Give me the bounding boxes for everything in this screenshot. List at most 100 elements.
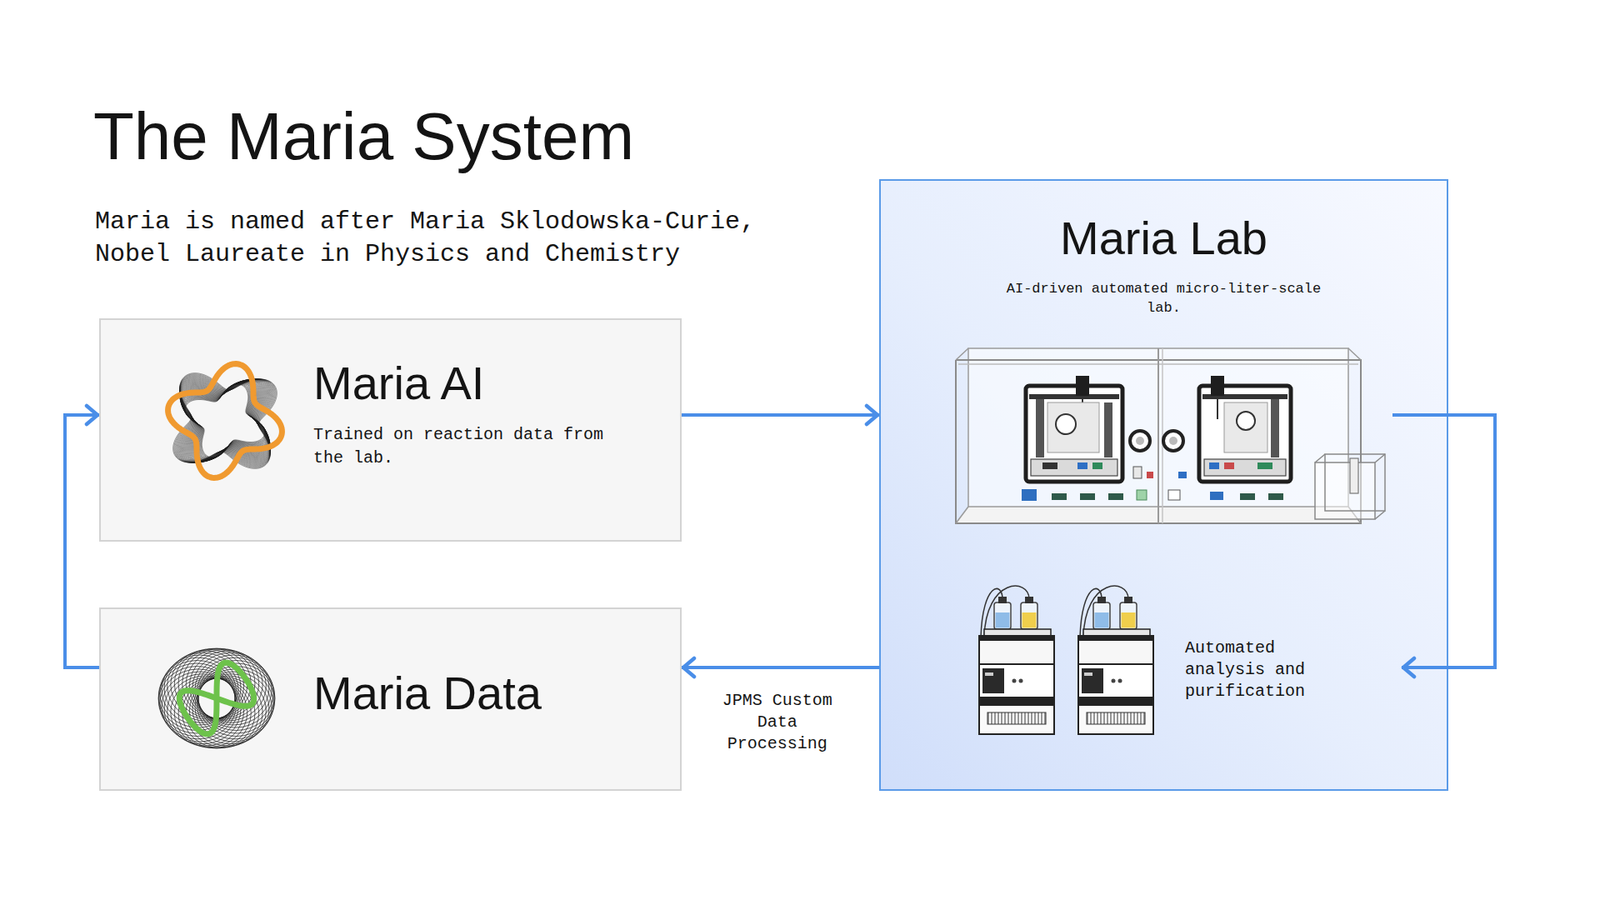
lab-bench-illustration — [1092, 462, 1103, 470]
hplc-illustration — [984, 629, 1051, 636]
title-wrap: The Maria System — [93, 98, 635, 175]
lab-bench-illustration — [1042, 462, 1058, 470]
lab-bench-illustration — [1025, 375, 1123, 482]
maria-ai-icon — [173, 373, 278, 470]
hplc-illustration — [1078, 697, 1154, 735]
lab-bench-illustration — [1236, 411, 1255, 430]
lab-bench-illustration — [1029, 394, 1120, 400]
process-box: Maria Data — [99, 607, 682, 791]
lab-bench-illustration — [1209, 462, 1220, 470]
lab-bench-illustration — [1080, 493, 1095, 500]
hplc-illustration — [1078, 585, 1154, 735]
maria-ai-icon — [168, 364, 283, 479]
lab-bench-illustration — [1163, 430, 1184, 451]
edge-label-wrap: JPMS Custom Data Processing — [720, 690, 835, 755]
lab-bench-illustration — [1350, 458, 1359, 494]
hplc-illustration — [1078, 664, 1154, 698]
hplc-illustration — [1022, 612, 1037, 629]
hplc-illustration — [979, 585, 1055, 735]
lab-bench-illustration — [1210, 491, 1224, 500]
hplc-illustration — [982, 668, 1005, 694]
lab-bench-illustration — [1055, 414, 1076, 435]
flow-arrow — [65, 415, 100, 668]
hplc-illustration — [979, 697, 1055, 706]
maria-data-icon — [158, 648, 275, 749]
node-body: Trained on reaction data from the lab. — [313, 423, 609, 470]
hplc-illustration — [1083, 629, 1150, 636]
lab-bench-illustration — [1135, 436, 1145, 445]
hplc-illustration — [1081, 668, 1104, 694]
label-wrap: Maria is named after Maria Sklodowska-Cu… — [95, 205, 763, 271]
lab-bench-illustration — [1348, 348, 1361, 360]
lab-bench-illustration — [1375, 510, 1385, 520]
maria-ai-icon — [174, 374, 276, 469]
lab-bench-illustration — [1077, 462, 1088, 470]
lab-bench-illustration — [1240, 493, 1255, 500]
hplc-illustration — [1078, 697, 1154, 706]
lab-bench-illustration — [1325, 454, 1385, 511]
node-heading: Maria Lab — [897, 211, 1430, 265]
lab-bench-illustration — [1130, 430, 1150, 451]
hplc-illustration — [1097, 596, 1106, 604]
node-heading: Maria AI — [313, 356, 664, 410]
lab-bench-illustration — [1224, 402, 1268, 453]
hplc-illustration — [979, 585, 1154, 735]
lab-bench-illustration — [1178, 471, 1187, 479]
lab-bench-illustration — [1030, 459, 1118, 476]
lab-bench-illustration — [1169, 436, 1178, 445]
lab-bench-illustration — [1375, 454, 1385, 463]
lab-bench-illustration — [1136, 490, 1147, 500]
lab-bench-illustration — [1025, 385, 1123, 482]
lab-bench-illustration — [1075, 375, 1090, 396]
node-body: Automated analysis and purification — [1185, 637, 1310, 703]
maria-data-icon — [179, 662, 254, 735]
lab-bench-illustration — [1168, 490, 1180, 500]
hplc-illustration — [1093, 602, 1110, 630]
hplc-illustration — [985, 672, 994, 676]
lab-bench-illustration — [1035, 399, 1045, 458]
maria-ai-icon — [168, 364, 283, 479]
hplc-illustration — [979, 664, 1055, 698]
lab-bench-illustration — [1210, 375, 1225, 396]
hplc-illustration — [1124, 596, 1133, 604]
hplc-illustration — [1012, 679, 1017, 684]
hplc-illustration — [1086, 712, 1145, 725]
hplc-illustration — [1084, 672, 1093, 676]
node-heading: Maria Data — [313, 666, 664, 720]
lab-bench-illustration — [1315, 454, 1325, 463]
lab-bench-illustration — [1270, 399, 1280, 458]
lab-bench-illustration — [1108, 493, 1124, 500]
hplc-illustration — [1111, 679, 1116, 684]
edge-label: JPMS Custom Data Processing — [720, 690, 835, 755]
lab-bench-illustration — [1199, 375, 1291, 482]
lab-bench-illustration — [1157, 348, 1160, 524]
lab-bench-illustration — [1133, 466, 1142, 479]
hplc-illustration — [1078, 635, 1154, 665]
hplc-illustration — [995, 612, 1010, 629]
hplc-illustration — [1020, 602, 1038, 630]
lab-bench-illustration — [1104, 402, 1113, 458]
lab-loop-arrow — [1392, 415, 1495, 668]
note-text: Maria is named after Maria Sklodowska-Cu… — [95, 205, 763, 271]
lab-bench-illustration — [955, 506, 969, 524]
title: The Maria System — [93, 98, 635, 175]
lab-bench-illustration — [1021, 489, 1037, 501]
node-body: AI-driven automated micro-liter-scale la… — [1004, 279, 1324, 318]
hplc-illustration — [979, 635, 1055, 641]
hplc-illustration — [1078, 635, 1154, 641]
lab-bench-illustration — [1216, 395, 1219, 420]
hplc-illustration — [994, 602, 1011, 630]
lab-bench-illustration — [955, 348, 1385, 524]
lab-bench-illustration — [1224, 462, 1235, 470]
hplc-illustration — [1025, 596, 1034, 604]
lab-bench-illustration — [1257, 462, 1273, 470]
hplc-illustration — [1019, 679, 1024, 684]
hplc-illustration — [979, 697, 1055, 735]
hplc-illustration — [998, 596, 1007, 604]
hplc-illustration — [1120, 602, 1137, 630]
lab-bench-illustration — [1051, 493, 1067, 500]
hplc-illustration — [979, 635, 1055, 665]
lab-bench-illustration — [1204, 459, 1286, 476]
